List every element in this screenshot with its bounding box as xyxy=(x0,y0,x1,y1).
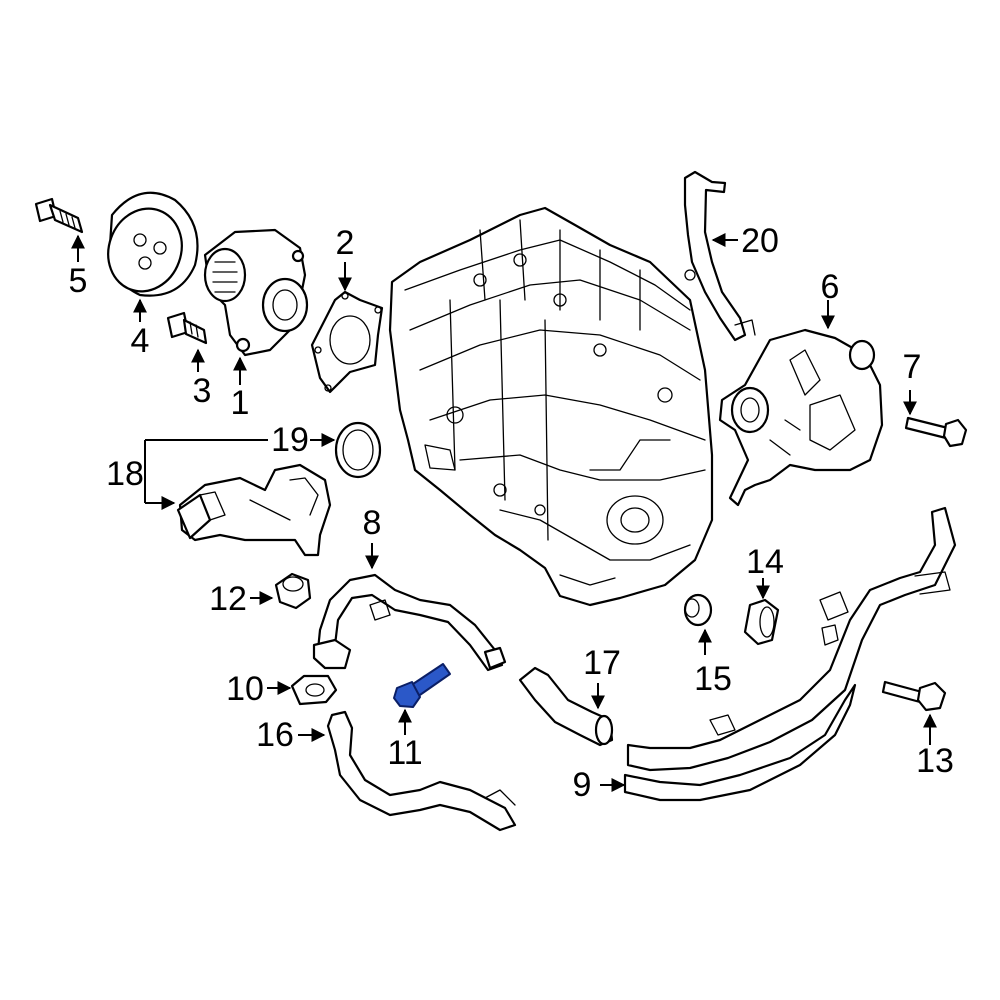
callout-18: 18 xyxy=(106,455,144,493)
part-14-bushing xyxy=(743,598,780,646)
part-1-water-pump xyxy=(203,228,309,357)
callout-12: 12 xyxy=(209,580,247,618)
callout-1: 1 xyxy=(231,384,250,422)
part-17-hose xyxy=(518,666,614,747)
callout-6: 6 xyxy=(821,268,840,306)
part-10-gasket xyxy=(290,674,338,706)
callout-14: 14 xyxy=(746,543,784,581)
part-3-bolt xyxy=(166,311,208,345)
callout-16: 16 xyxy=(256,716,294,754)
leader-lines xyxy=(71,233,937,792)
part-16-pipe xyxy=(326,710,517,832)
callout-19: 19 xyxy=(271,421,309,459)
part-19-o-ring xyxy=(334,421,382,479)
part-9-pipe xyxy=(623,506,957,802)
part-7-bolt xyxy=(904,416,968,448)
part-20-bracket xyxy=(683,170,756,342)
part-6-outlet xyxy=(718,328,884,507)
callout-20: 20 xyxy=(741,222,779,260)
callout-17: 17 xyxy=(583,644,621,682)
callout-labels: 5 4 3 1 2 19 18 12 8 10 11 16 17 9 15 14… xyxy=(69,222,954,804)
callout-7: 7 xyxy=(903,348,922,386)
callout-4: 4 xyxy=(131,322,150,360)
part-12-nut xyxy=(274,572,312,610)
engine-block xyxy=(388,206,714,607)
callout-15: 15 xyxy=(694,660,732,698)
callout-5: 5 xyxy=(69,262,88,300)
part-2-gasket xyxy=(310,290,384,394)
part-4-pulley xyxy=(107,191,199,297)
part-13-bolt xyxy=(881,680,947,712)
part-8-pipe xyxy=(312,573,507,672)
part-18-housing xyxy=(176,463,332,557)
part-5-bolt xyxy=(34,197,84,234)
callout-13: 13 xyxy=(916,742,954,780)
callout-10: 10 xyxy=(226,670,264,708)
callout-8: 8 xyxy=(363,504,382,542)
callout-11: 11 xyxy=(387,734,422,772)
part-11-bolt-highlighted xyxy=(393,663,451,708)
part-15-bushing xyxy=(683,593,713,627)
callout-9: 9 xyxy=(573,766,592,804)
callout-3: 3 xyxy=(193,372,212,410)
callout-2: 2 xyxy=(336,224,355,262)
